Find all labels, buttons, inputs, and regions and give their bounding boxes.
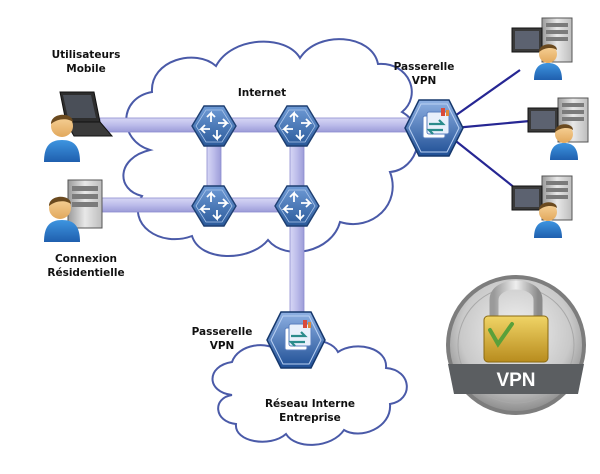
padlock-icon: [483, 280, 549, 363]
laptop-icon: [59, 91, 114, 137]
mobile-users-label-line2: Mobile: [66, 63, 106, 75]
router-icon: [191, 105, 237, 147]
mobile-users-label-line1: Utilisateurs: [52, 49, 121, 61]
gateway-top-label-line1: Passerelle: [394, 61, 455, 73]
residential-label-line2: Résidentielle: [47, 267, 124, 279]
vpn-gateway-top: [404, 99, 464, 157]
enterprise-cloud: [211, 339, 408, 446]
monitor-icon: [511, 185, 543, 211]
vpn-badge-text: VPN: [496, 370, 535, 391]
gateway-bottom-label-line1: Passerelle: [192, 326, 253, 338]
router-icon: [274, 185, 320, 227]
remote-workstation: [527, 97, 589, 160]
user-icon: [534, 202, 562, 238]
gateway-top-label-line2: VPN: [412, 75, 437, 87]
vpn-gateway-icon: [266, 311, 326, 369]
user-icon: [550, 124, 578, 160]
monitor-icon: [511, 27, 543, 53]
vpn-gateway-bottom: [266, 311, 326, 369]
server-icon: [541, 175, 573, 221]
vpn-gateway-icon: [404, 99, 464, 157]
vpn-badge: VPN: [446, 275, 586, 415]
user-icon: [44, 114, 80, 162]
internet-cloud: [122, 38, 419, 257]
internet-label: Internet: [238, 87, 286, 99]
router-icon: [191, 185, 237, 227]
router-icon: [274, 105, 320, 147]
user-icon: [534, 44, 562, 80]
monitor-icon: [527, 107, 559, 133]
remote-links: [451, 69, 531, 193]
enterprise-label-line1: Réseau Interne: [265, 398, 355, 410]
remote-workstation: [511, 175, 573, 238]
mobile-user: [44, 91, 114, 162]
user-icon: [44, 196, 80, 242]
gateway-bottom-label-line2: VPN: [210, 340, 235, 352]
enterprise-label-line2: Entreprise: [279, 412, 341, 424]
server-icon: [67, 179, 103, 229]
remote-workstation: [511, 17, 573, 80]
residential-user: [44, 179, 103, 242]
residential-label-line1: Connexion: [55, 253, 117, 265]
